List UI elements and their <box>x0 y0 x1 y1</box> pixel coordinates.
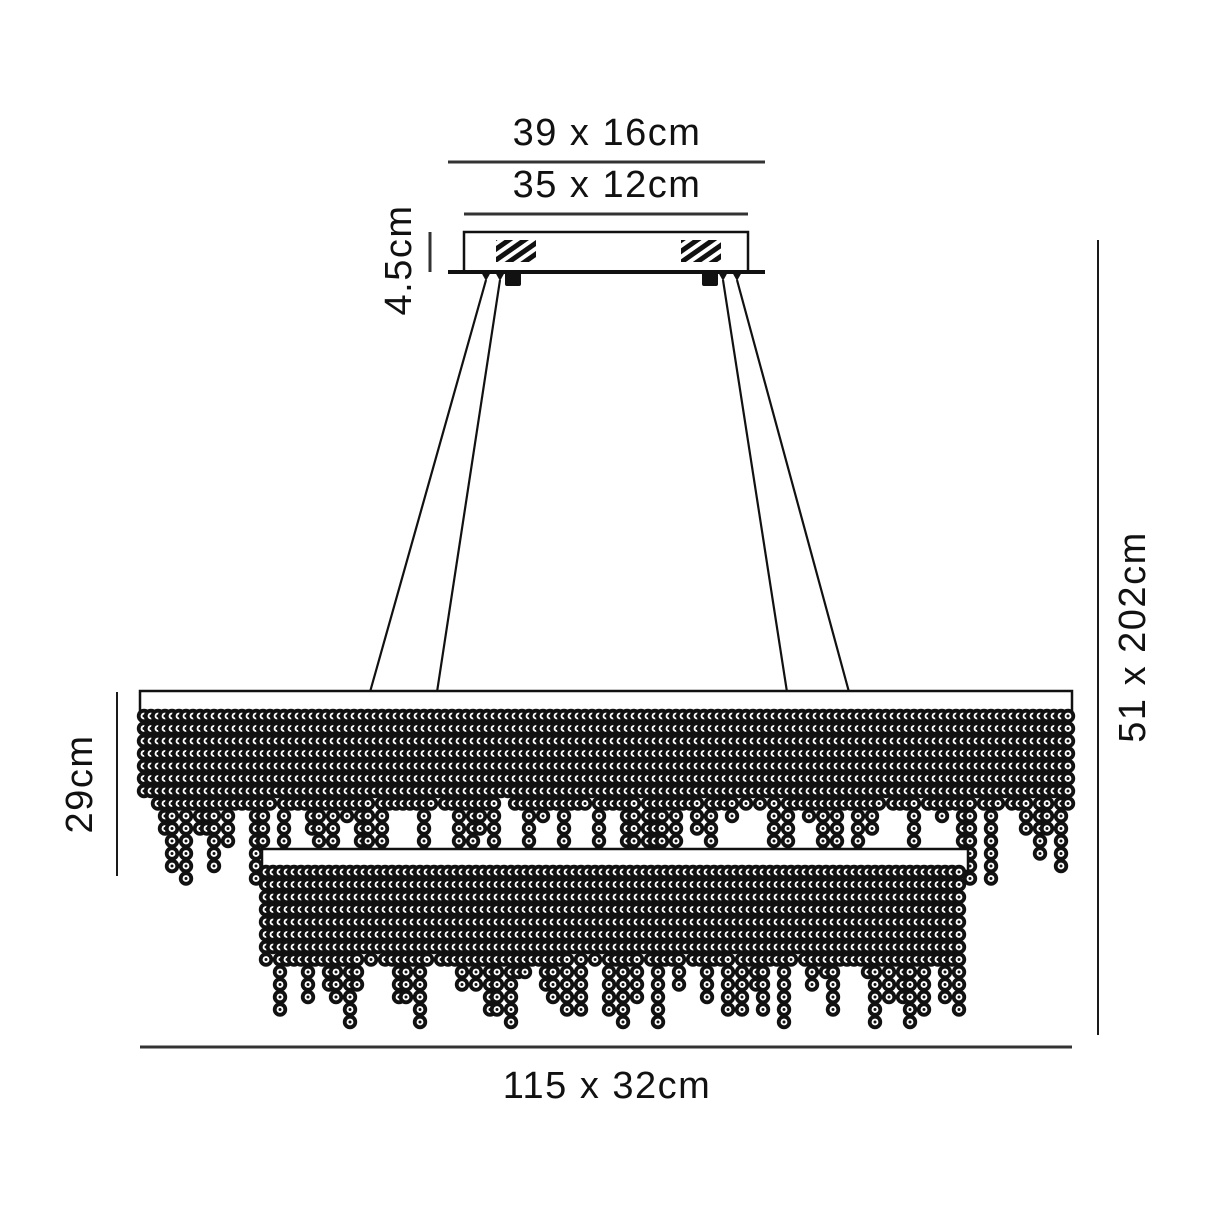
ventilation-hatch-right <box>681 240 721 262</box>
cable-exit-cone-1 <box>481 272 491 281</box>
dimension-label-ceiling-plate-outer: 39 x 16cm <box>513 112 702 154</box>
cable-exit-cone-2 <box>495 272 505 281</box>
cable-gripper-right <box>702 272 718 286</box>
dimension-label-ceiling-plate-inner: 35 x 12cm <box>513 164 702 206</box>
lower-tier-crystal-bead-strands <box>258 864 967 1030</box>
cable-gripper-left <box>505 272 521 286</box>
cable-exit-cone-4 <box>732 272 742 281</box>
dimension-label-total-drop: 51 x 202cm <box>1112 531 1154 742</box>
dimension-label-shade-height: 29cm <box>59 735 101 834</box>
dimension-label-shade-width: 115 x 32cm <box>503 1065 712 1107</box>
suspension-cables <box>368 279 851 693</box>
dimension-label-ceiling-plate-height: 4.5cm <box>378 205 420 316</box>
ventilation-hatch-left <box>496 240 536 262</box>
cable-exit-cone-3 <box>718 272 728 281</box>
